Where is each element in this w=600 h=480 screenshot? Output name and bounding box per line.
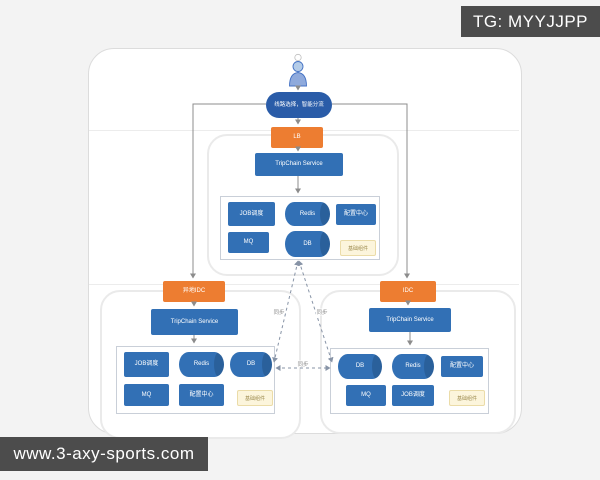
left-job-node: JOB调度 xyxy=(124,352,169,377)
right-service-node: TripChain Service xyxy=(369,308,451,332)
right-redis-cylinder: Redis xyxy=(392,354,434,379)
background-gridline xyxy=(89,284,519,285)
center-base-components-tag: 基础组件 xyxy=(340,240,376,256)
right-db-cylinder: DB xyxy=(338,354,382,379)
center-config-node: 配置中心 xyxy=(336,204,376,225)
left-gateway-node: 异地IDC xyxy=(163,281,225,302)
left-service-node: TripChain Service xyxy=(151,309,238,335)
center-redis-cylinder: Redis xyxy=(285,202,330,226)
center-mq-node: MQ xyxy=(228,232,269,253)
center-gateway-node: LB xyxy=(271,127,323,148)
left-mq-node: MQ xyxy=(124,384,169,406)
center-job-node: JOB调度 xyxy=(228,202,275,226)
center-service-node: TripChain Service xyxy=(255,153,343,176)
entry-routing-capsule: 线路选择，智能分流 xyxy=(266,92,332,118)
left-base-components-tag: 基础组件 xyxy=(237,390,273,406)
right-job-node: JOB调度 xyxy=(392,385,434,406)
right-gateway-node: IDC xyxy=(380,281,436,302)
right-mq-node: MQ xyxy=(346,385,386,406)
left-db-cylinder: DB xyxy=(230,352,272,377)
left-config-node: 配置中心 xyxy=(179,384,224,406)
left-redis-cylinder: Redis xyxy=(179,352,224,377)
right-base-components-tag: 基础组件 xyxy=(449,390,485,406)
user-actor-icon xyxy=(289,53,307,87)
right-config-node: 配置中心 xyxy=(441,356,483,377)
tg-watermark-badge: TG: MYYJJPP xyxy=(461,6,600,37)
site-watermark-badge: www.3-axy-sports.com xyxy=(0,437,208,471)
center-db-cylinder: DB xyxy=(285,231,330,257)
